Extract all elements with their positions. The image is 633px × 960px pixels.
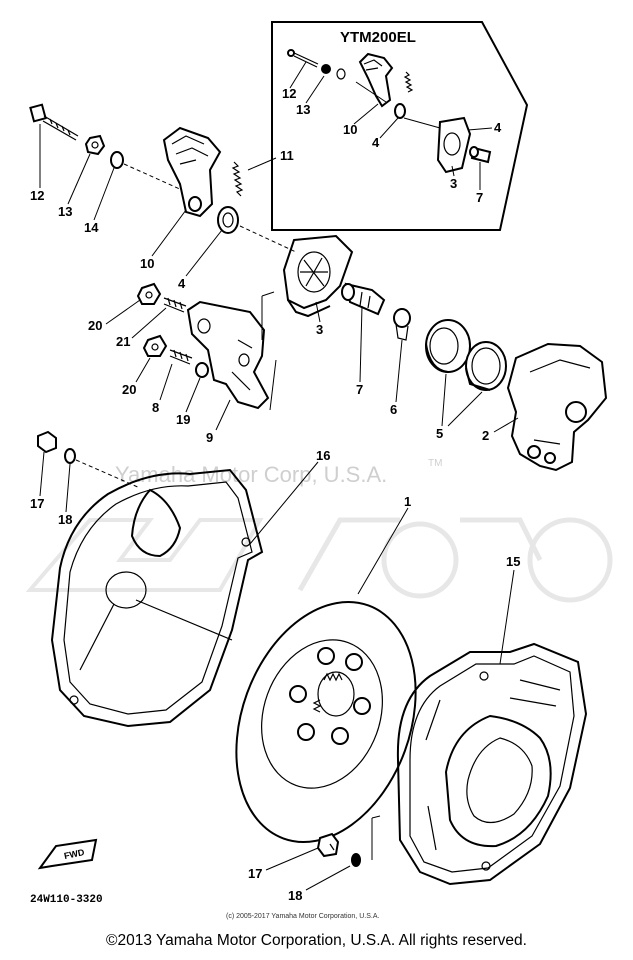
callout-inset-4b: 4	[494, 120, 502, 135]
nut-13	[84, 134, 106, 156]
callout-6: 6	[390, 402, 397, 417]
inset-ytm200el: YTM200EL 12 13 10 4	[271, 21, 529, 231]
pin-7	[341, 282, 386, 316]
oil-seal-4	[217, 206, 239, 234]
nut-17b	[316, 832, 340, 858]
callout-1: 1	[404, 494, 411, 509]
callout-7: 7	[356, 382, 363, 397]
nut-20a	[136, 282, 162, 305]
callout-20a: 20	[88, 318, 102, 333]
callout-3: 3	[316, 322, 323, 337]
fwd-arrow-icon: FWD	[37, 838, 98, 870]
shield-16	[50, 468, 264, 728]
brake-disc-1	[235, 600, 417, 844]
washer-19	[195, 362, 209, 378]
watermark-tm: TM	[428, 458, 442, 469]
callout-19: 19	[176, 412, 190, 427]
callout-20b: 20	[122, 382, 136, 397]
inset-bolt	[287, 49, 319, 68]
callout-inset-3: 3	[450, 176, 457, 191]
inset-nut	[321, 64, 331, 74]
callout-17b: 17	[248, 866, 262, 881]
callout-12: 12	[30, 188, 44, 203]
callout-17a: 17	[30, 496, 44, 511]
inset-washer	[336, 68, 346, 80]
inset-spring	[403, 71, 414, 93]
callout-4: 4	[178, 276, 186, 291]
caliper-2	[506, 342, 608, 472]
inset-lever	[358, 52, 394, 108]
callout-16: 16	[316, 448, 330, 463]
boot-5a	[425, 319, 471, 373]
callout-15: 15	[506, 554, 520, 569]
callout-13: 13	[58, 204, 72, 219]
washer-14	[110, 151, 124, 169]
callout-11: 11	[280, 148, 294, 163]
plug-6	[393, 308, 411, 341]
callout-8: 8	[152, 400, 159, 415]
watermark-logo	[25, 517, 613, 603]
callout-inset-13: 13	[296, 102, 310, 117]
nut-20b	[142, 334, 168, 357]
small-copyright: (c) 2005-2017 Yamaha Motor Corporation, …	[226, 913, 379, 920]
callout-inset-7: 7	[476, 190, 483, 205]
callout-inset-4a: 4	[372, 135, 380, 150]
footer-copyright: ©2013 Yamaha Motor Corporation, U.S.A. A…	[106, 932, 527, 949]
bolt-12	[29, 103, 79, 141]
callout-9: 9	[206, 430, 213, 445]
spring-11	[231, 161, 244, 197]
callout-18b: 18	[288, 888, 302, 903]
diagram-code: 24W110-3320	[30, 894, 103, 906]
inset-title: YTM200EL	[340, 29, 416, 46]
lever-10	[162, 126, 222, 218]
callout-18a: 18	[58, 512, 72, 527]
bolt-8	[169, 349, 193, 365]
callout-21: 21	[116, 334, 130, 349]
bolt-21	[163, 297, 187, 313]
callout-2: 2	[482, 428, 489, 443]
washer-18b	[351, 853, 361, 867]
callout-10: 10	[140, 256, 154, 271]
watermark-text: Yamaha Motor Corp, U.S.A.	[115, 462, 387, 487]
bracket-9	[186, 300, 270, 410]
callout-inset-10: 10	[343, 122, 357, 137]
piston-5b	[465, 341, 507, 391]
washer-18a	[64, 448, 76, 464]
watermark: Yamaha Motor Corp, U.S.A. TM	[25, 458, 613, 603]
cover-3	[282, 234, 354, 318]
inset-pin	[469, 146, 492, 164]
nut-17a	[37, 430, 57, 454]
inset-oil-seal	[394, 103, 406, 119]
shield-15	[396, 642, 588, 886]
callout-5: 5	[436, 426, 443, 441]
fwd-label: FWD	[63, 847, 86, 861]
callout-inset-12: 12	[282, 86, 296, 101]
callout-14: 14	[84, 220, 99, 235]
inset-cover	[436, 116, 472, 174]
